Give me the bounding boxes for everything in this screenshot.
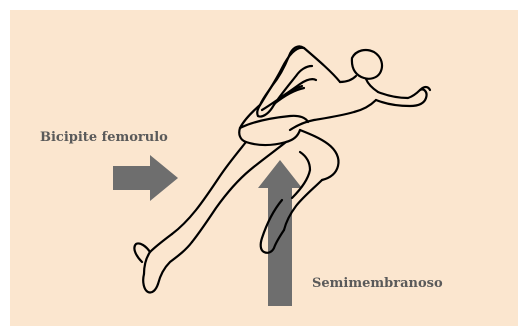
arrow-right-icon [113, 155, 178, 201]
label-semimembranosus: Semimembranoso [312, 276, 443, 291]
label-biceps-femoris: Bicipite femorulo [40, 130, 168, 145]
